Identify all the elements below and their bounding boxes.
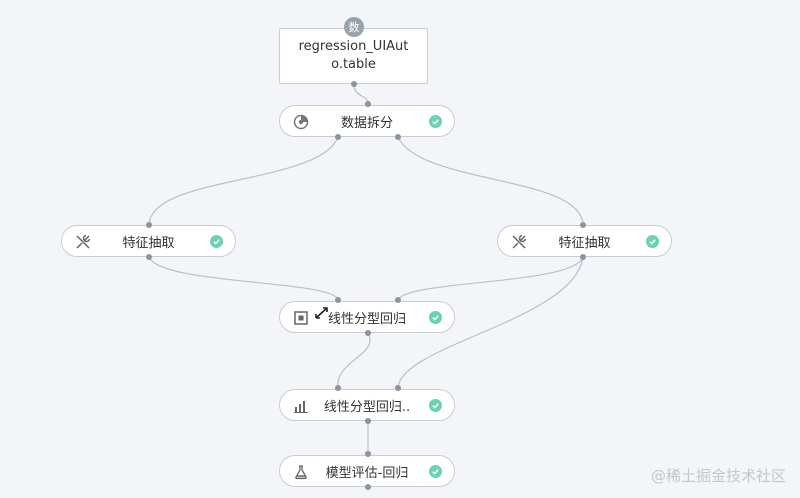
watermark: @稀土掘金技术社区	[650, 467, 786, 485]
output-port[interactable]	[365, 330, 371, 336]
linear-regression-predict-label: 线性分型回归..	[323, 399, 411, 415]
edge-split-to-feature-left[interactable]	[148, 136, 339, 226]
split-node-label: 数据拆分	[340, 115, 393, 131]
split-node[interactable]: 数据拆分	[279, 105, 455, 137]
edge-split-to-feature-right[interactable]	[397, 136, 584, 226]
output-port[interactable]	[365, 418, 371, 424]
data-source-label-line1: regression_UIAut	[298, 39, 409, 54]
input-port[interactable]	[335, 297, 341, 303]
output-port[interactable]	[580, 254, 586, 260]
linear-regression-train-node[interactable]: 线性分型回归	[279, 301, 455, 333]
feature-extract-right-label: 特征抽取	[558, 235, 611, 251]
success-check-icon	[210, 235, 223, 248]
input-port[interactable]	[580, 222, 586, 228]
input-port[interactable]	[146, 222, 152, 228]
edge-feature-right-to-regress1[interactable]	[397, 256, 584, 301]
bar-chart-icon	[292, 397, 310, 415]
data-type-badge: 数	[344, 17, 364, 37]
output-port[interactable]	[395, 134, 401, 140]
input-port[interactable]	[395, 297, 401, 303]
linear-regression-train-label: 线性分型回归	[327, 311, 406, 327]
feature-extract-node-right[interactable]: 特征抽取	[497, 225, 672, 257]
feature-extract-left-label: 特征抽取	[122, 235, 175, 251]
output-port[interactable]	[146, 254, 152, 260]
data-source-label-line2: o.table	[331, 57, 376, 72]
flask-icon	[292, 463, 310, 481]
input-port[interactable]	[395, 385, 401, 391]
model-evaluation-node[interactable]: 模型评估-回归	[279, 455, 455, 487]
linear-regression-predict-node[interactable]: 线性分型回归..	[279, 389, 455, 421]
success-check-icon	[429, 465, 442, 478]
move-cursor-icon	[315, 307, 328, 319]
input-port[interactable]	[365, 101, 371, 107]
model-icon	[292, 309, 310, 327]
edge-feature-right-to-regress2[interactable]	[397, 256, 584, 389]
wrench-icon	[510, 233, 528, 251]
input-port[interactable]	[365, 451, 371, 457]
success-check-icon	[429, 311, 442, 324]
edge-feature-left-to-regress1[interactable]	[148, 256, 339, 301]
edge-regress1-to-regress2[interactable]	[337, 332, 371, 389]
feature-extract-node-left[interactable]: 特征抽取	[61, 225, 236, 257]
success-check-icon	[429, 115, 442, 128]
output-port[interactable]	[365, 484, 371, 490]
input-port[interactable]	[335, 385, 341, 391]
output-port[interactable]	[351, 81, 357, 87]
output-port[interactable]	[335, 134, 341, 140]
wrench-icon	[74, 233, 92, 251]
split-icon	[292, 113, 310, 131]
model-evaluation-label: 模型评估-回归	[325, 465, 409, 481]
success-check-icon	[646, 235, 659, 248]
success-check-icon	[429, 399, 442, 412]
